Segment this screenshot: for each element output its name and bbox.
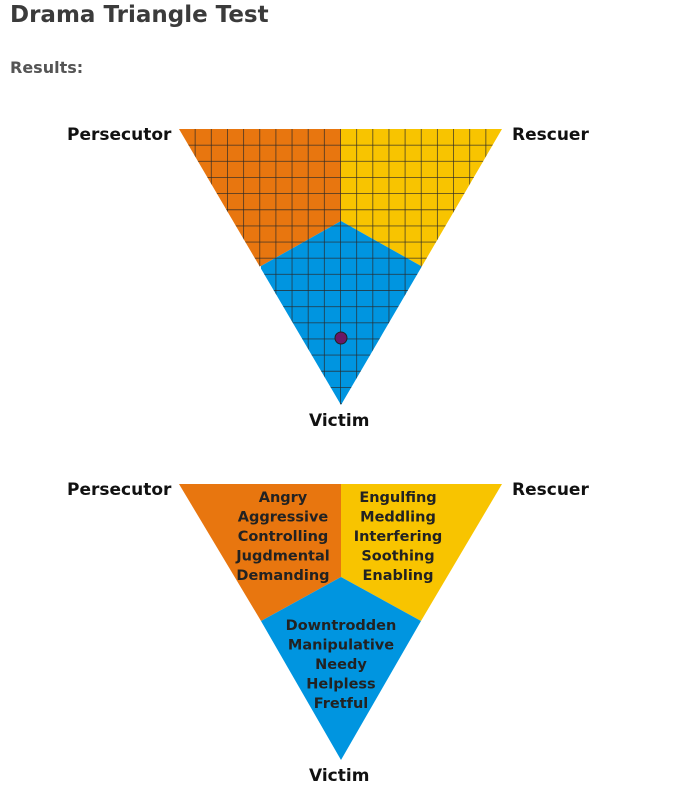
rescuer-trait: Soothing: [361, 549, 434, 565]
persecutor-trait: Aggressive: [238, 510, 329, 526]
victim-trait: Manipulative: [288, 638, 394, 654]
results-label: Results:: [10, 58, 84, 77]
rescuer-trait: Interfering: [354, 529, 443, 545]
victim-label: Victim: [309, 411, 370, 431]
victim-label-2: Victim: [309, 766, 370, 786]
victim-trait: Downtrodden: [286, 618, 397, 634]
persecutor-trait: Angry: [259, 490, 308, 506]
persecutor-label-2: Persecutor: [67, 480, 172, 500]
rescuer-trait: Meddling: [360, 510, 436, 526]
result-marker: [334, 331, 348, 345]
page-title: Drama Triangle Test: [10, 2, 269, 28]
legend-triangle: AngryAggressiveControllingJugdmentalDema…: [179, 484, 502, 760]
persecutor-trait: Controlling: [238, 529, 329, 545]
victim-trait: Helpless: [306, 677, 375, 693]
rescuer-label-2: Rescuer: [512, 480, 589, 500]
grid-lines: [179, 129, 502, 405]
persecutor-trait: Jugdmental: [235, 549, 329, 565]
victim-trait: Needy: [315, 657, 367, 673]
victim-trait: Fretful: [314, 696, 369, 712]
rescuer-legend-region: [341, 484, 502, 621]
persecutor-label: Persecutor: [67, 125, 172, 145]
result-triangle: [179, 129, 502, 405]
rescuer-trait: Enabling: [362, 568, 433, 584]
rescuer-label: Rescuer: [512, 125, 589, 145]
persecutor-trait: Demanding: [236, 568, 329, 584]
rescuer-trait: Engulfing: [359, 490, 436, 506]
victim-legend-region: [261, 577, 421, 760]
persecutor-legend-region: [179, 484, 341, 621]
